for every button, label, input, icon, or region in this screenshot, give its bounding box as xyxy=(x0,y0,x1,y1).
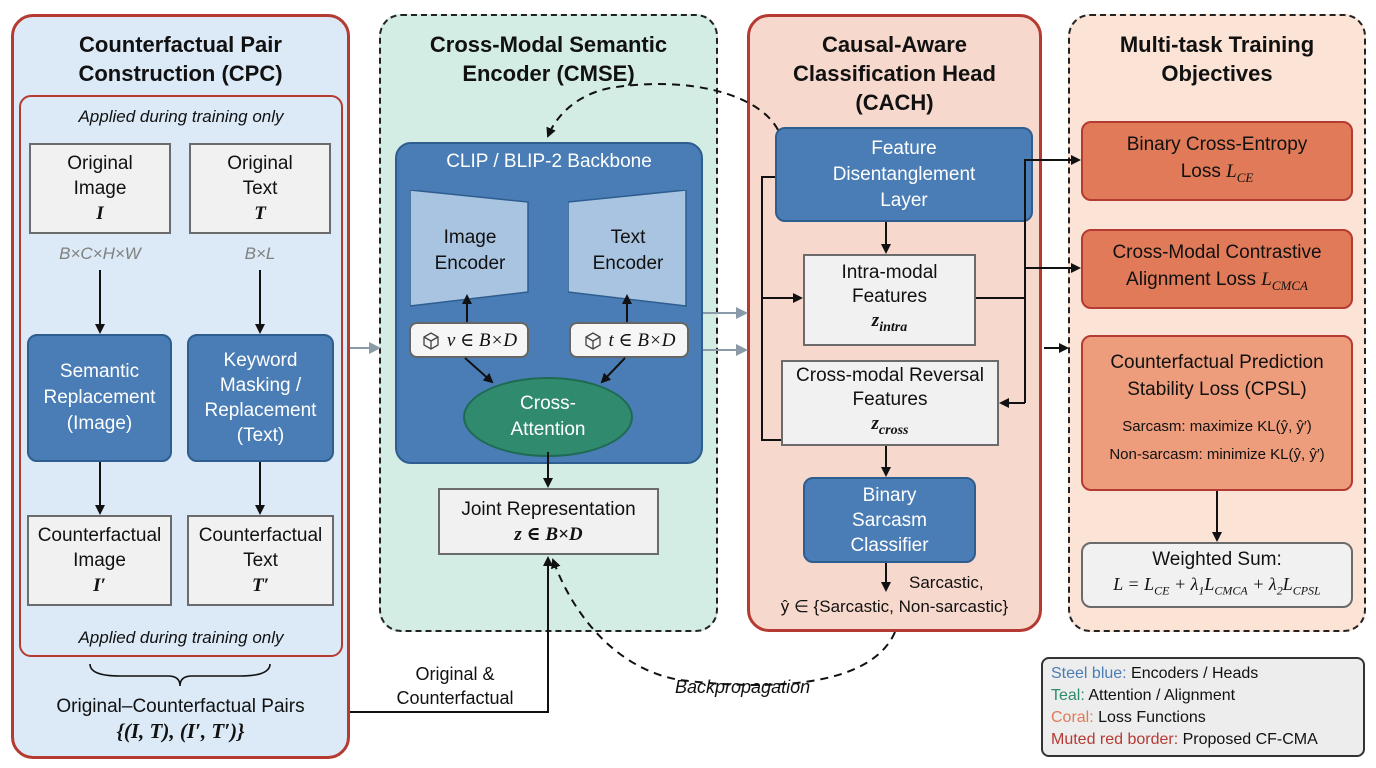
cmca-loss-box: Cross-Modal Contrastive Alignment Loss L… xyxy=(1081,229,1353,309)
original-image-label: Original Image xyxy=(67,153,133,199)
semantic-replacement-label: Semantic Replacement (Image) xyxy=(43,361,156,434)
cross-modal-box: Cross-modal Reversal Features zcross xyxy=(781,360,999,446)
image-encoder-label: Image Encoder xyxy=(434,227,506,274)
mto-panel xyxy=(1068,14,1366,632)
v-embedding-box: v ∈ B×D xyxy=(409,322,529,358)
orig-cf-flow-label: Original & Counterfactual xyxy=(396,664,514,708)
cpsl-loss-title: Counterfactual Prediction Stability Loss… xyxy=(1110,352,1324,400)
intra-modal-symbol: zintra xyxy=(871,309,908,335)
feature-disentanglement-label: Feature Disentanglement Layer xyxy=(832,137,976,211)
legend: Steel blue: Encoders / Heads Teal: Atten… xyxy=(1041,657,1365,757)
weighted-sum-box: Weighted Sum: L = LCE + λ1LCMCA + λ2LCPS… xyxy=(1081,542,1353,608)
cmca-loss-symbol: LCMCA xyxy=(1261,269,1308,293)
legend-red-key: Muted red border: xyxy=(1051,731,1179,748)
original-text-label: Original Text xyxy=(227,153,293,199)
cmca-loss-label: Cross-Modal Contrastive Alignment Loss xyxy=(1112,242,1322,291)
cross-modal-symbol: zcross xyxy=(871,412,909,438)
pairs-set: {(I, T), (I′, T′)} xyxy=(116,719,245,743)
cpc-training-region xyxy=(19,95,343,657)
binary-classifier-box: Binary Sarcasm Classifier xyxy=(803,477,976,563)
t-embedding-box: t ∈ B×D xyxy=(569,322,689,358)
mto-title: Multi-task Training Objectives xyxy=(1119,32,1315,86)
counterfactual-image-label: Counterfactual Image xyxy=(37,525,162,571)
bce-loss-symbol: LCE xyxy=(1226,161,1254,185)
cmse-title: Cross-Modal Semantic Encoder (CMSE) xyxy=(429,32,668,86)
cube-icon xyxy=(584,332,601,350)
cach-title: Causal-Aware Classification Head (CACH) xyxy=(793,32,996,115)
weighted-sum-title: Weighted Sum: xyxy=(1152,548,1282,570)
feature-disentanglement-box: Feature Disentanglement Layer xyxy=(775,127,1033,222)
legend-steel-value: Encoders / Heads xyxy=(1126,665,1259,682)
intra-modal-label: Intra-modal Features xyxy=(841,261,938,307)
legend-steel-key: Steel blue: xyxy=(1051,665,1127,682)
cpsl-nonsarcasm-rule: Non-sarcasm: minimize KL(ŷ, ŷ′) xyxy=(1109,446,1325,463)
bce-loss-label: Binary Cross-Entropy Loss xyxy=(1126,134,1308,183)
counterfactual-image-symbol: I′ xyxy=(93,575,106,596)
legend-steel: Steel blue: Encoders / Heads xyxy=(1051,663,1355,685)
output-set: ŷ ∈ {Sarcastic, Non-sarcastic} xyxy=(780,597,1009,616)
semantic-replacement-box: Semantic Replacement (Image) xyxy=(27,334,172,462)
intra-modal-box: Intra-modal Features zintra xyxy=(803,254,976,346)
keyword-masking-label: Keyword Masking / Replacement (Text) xyxy=(204,350,317,446)
bce-loss-line: Binary Cross-Entropy Loss LCE xyxy=(1083,131,1351,191)
cross-modal-label: Cross-modal Reversal Features xyxy=(796,364,984,410)
image-dim-label: B×C×H×W xyxy=(59,244,141,263)
keyword-masking-box: Keyword Masking / Replacement (Text) xyxy=(187,334,334,462)
bce-loss-box: Binary Cross-Entropy Loss LCE xyxy=(1081,121,1353,201)
original-image-box: Original Image I xyxy=(29,143,171,234)
counterfactual-image-box: Counterfactual Image I′ xyxy=(27,515,172,606)
text-dim-label: B×L xyxy=(244,244,276,263)
legend-teal: Teal: Attention / Alignment xyxy=(1051,685,1355,707)
legend-coral-value: Loss Functions xyxy=(1093,709,1206,726)
counterfactual-text-label: Counterfactual Text xyxy=(198,525,323,571)
v-embedding-label: v ∈ B×D xyxy=(446,329,518,351)
legend-red: Muted red border: Proposed CF-CMA xyxy=(1051,729,1355,751)
legend-red-value: Proposed CF-CMA xyxy=(1178,731,1318,748)
training-note-top: Applied during training only xyxy=(78,107,284,126)
binary-classifier-label: Binary Sarcasm Classifier xyxy=(850,484,929,556)
cross-attention-node: Cross- Attention xyxy=(463,377,633,457)
text-encoder-label: Text Encoder xyxy=(592,227,664,274)
legend-teal-value: Attention / Alignment xyxy=(1084,687,1236,704)
legend-teal-key: Teal: xyxy=(1051,687,1085,704)
joint-representation-formula: z ∈ B×D xyxy=(514,523,583,545)
cpsl-sarcasm-rule: Sarcasm: maximize KL(ŷ, ŷ′) xyxy=(1122,418,1312,435)
pairs-label: Original–Counterfactual Pairs xyxy=(56,696,305,717)
image-encoder-shape xyxy=(410,190,529,307)
counterfactual-text-box: Counterfactual Text T′ xyxy=(187,515,334,606)
training-note-bottom: Applied during training only xyxy=(78,628,284,647)
output-sarcastic: Sarcastic, xyxy=(909,573,984,592)
cube-icon xyxy=(423,332,439,350)
original-text-box: Original Text T xyxy=(189,143,331,234)
weighted-sum-formula: L = LCE + λ1LCMCA + λ2LCPSL xyxy=(1113,573,1321,598)
counterfactual-text-symbol: T′ xyxy=(252,575,269,596)
original-text-symbol: T xyxy=(254,203,266,224)
text-encoder-shape xyxy=(568,190,687,307)
backprop-label: Backpropagation xyxy=(675,677,811,697)
backbone-label: CLIP / BLIP-2 Backbone xyxy=(446,151,652,172)
t-embedding-label: t ∈ B×D xyxy=(608,329,676,351)
cmca-loss-line: Cross-Modal Contrastive Alignment Loss L… xyxy=(1083,239,1351,299)
cpsl-loss-box: Counterfactual Prediction Stability Loss… xyxy=(1081,335,1353,491)
cross-attention-label: Cross- Attention xyxy=(510,393,586,440)
legend-coral-key: Coral: xyxy=(1051,709,1094,726)
cpc-title: Counterfactual Pair Construction (CPC) xyxy=(78,32,283,86)
legend-coral: Coral: Loss Functions xyxy=(1051,707,1355,729)
joint-representation-title: Joint Representation xyxy=(461,498,636,520)
joint-representation-box: Joint Representation z ∈ B×D xyxy=(438,488,659,555)
original-image-symbol: I xyxy=(96,203,104,224)
